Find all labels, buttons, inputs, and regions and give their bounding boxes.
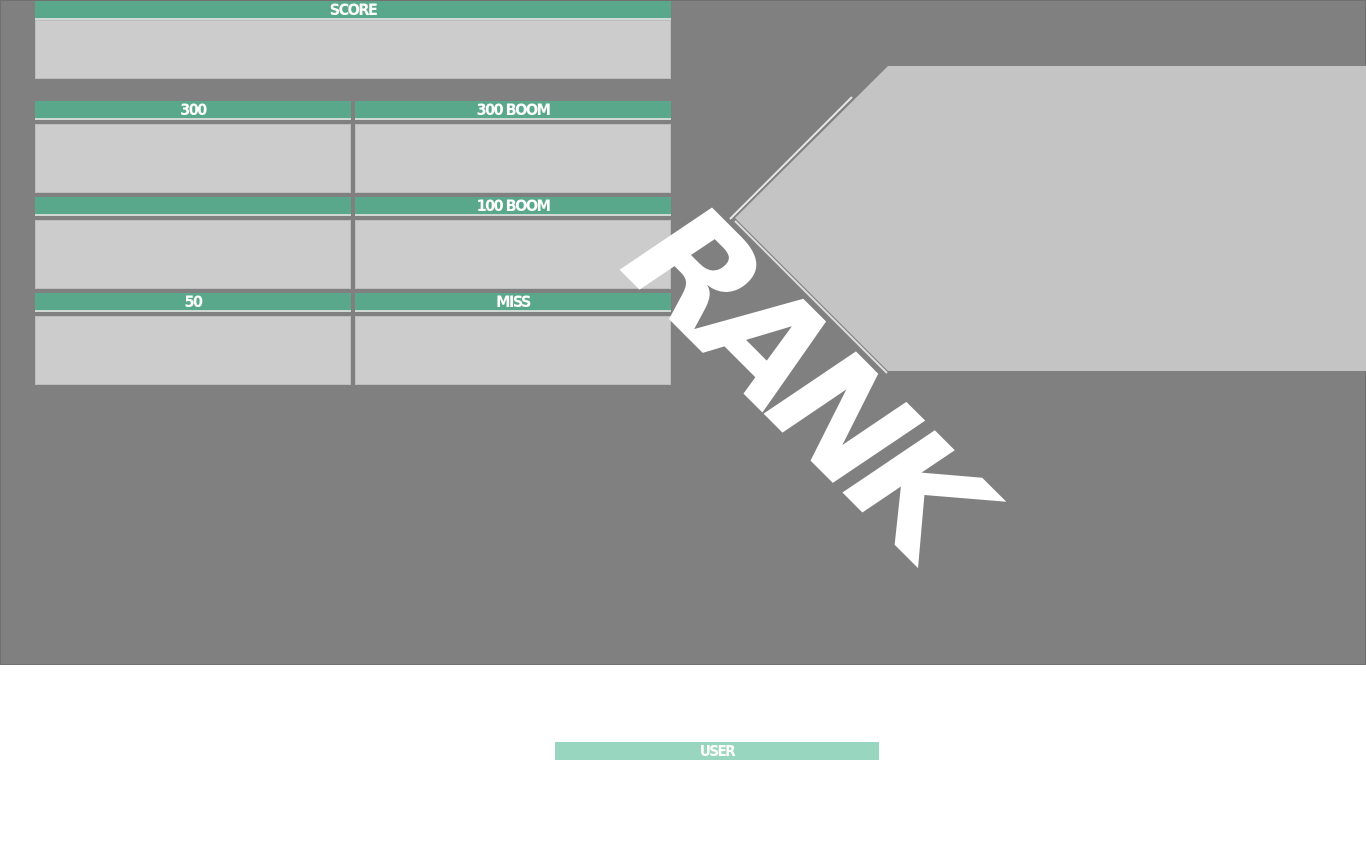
meh-header: 50: [35, 293, 351, 312]
great-panel: [35, 124, 351, 193]
rank-accent-line-bottom: [734, 220, 888, 374]
good-panel: [35, 220, 351, 289]
rank-accent-line-top: [729, 96, 853, 220]
rank-shape: [735, 66, 1366, 371]
score-panel: [35, 20, 671, 79]
good-boom-header: 100 BOOM: [355, 197, 671, 216]
meh-panel: [35, 316, 351, 385]
score-header: SCORE: [35, 1, 671, 20]
good-boom-panel: [355, 220, 671, 289]
good-header: [35, 197, 351, 216]
great-boom-panel: [355, 124, 671, 193]
user-label: USER: [555, 742, 879, 760]
miss-panel: [355, 316, 671, 385]
great-header: 300: [35, 101, 351, 120]
great-boom-header: 300 BOOM: [355, 101, 671, 120]
miss-header: MISS: [355, 293, 671, 312]
rank-panel: [729, 66, 1366, 374]
results-screen: SCORE 300 300 BOOM 100 BOOM 50 MISS RANK: [0, 0, 1366, 665]
